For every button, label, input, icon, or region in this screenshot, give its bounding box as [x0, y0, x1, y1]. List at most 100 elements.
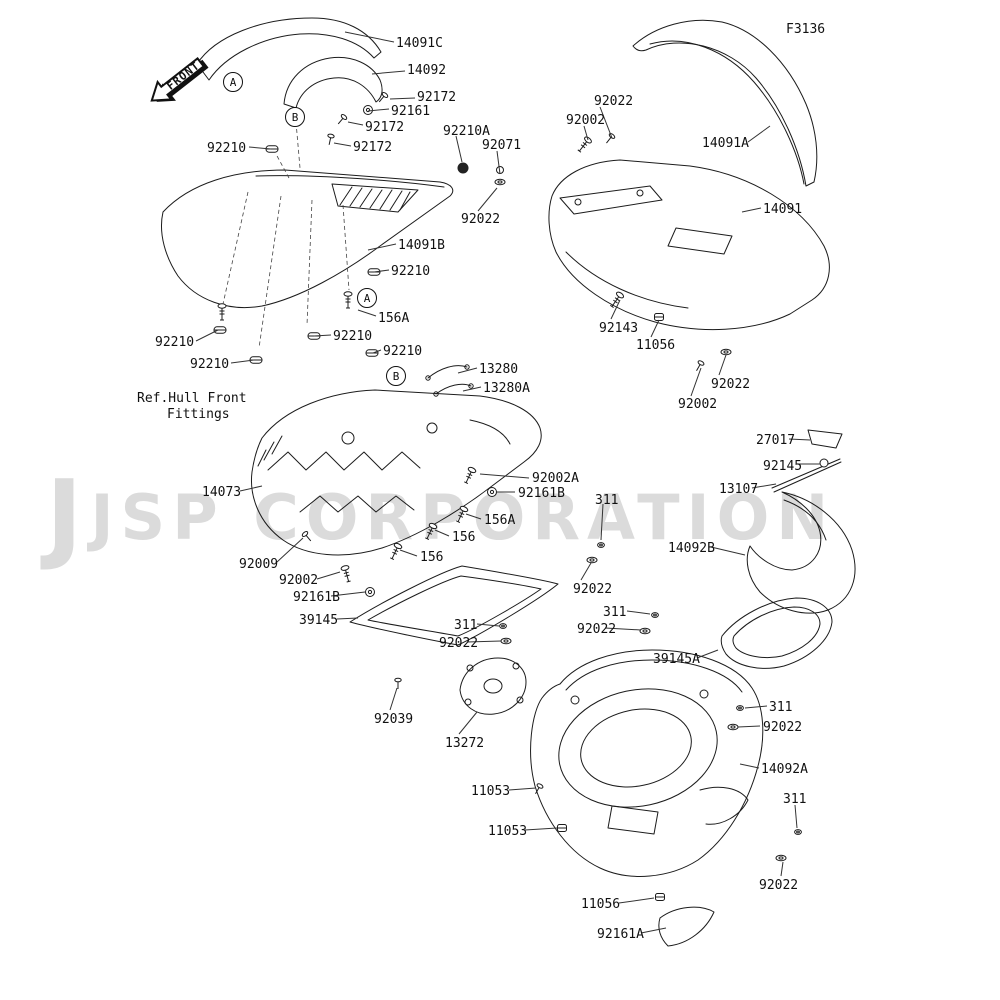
leader-line: [316, 571, 341, 580]
part-label-92172: 92172: [365, 120, 405, 135]
leader-line: [718, 354, 727, 376]
part-label-39145: 39145: [299, 613, 339, 628]
part-14092-shape: [283, 56, 383, 109]
part-label-92145: 92145: [763, 459, 803, 474]
part-27017-shape: [807, 429, 843, 449]
leader-line: [455, 135, 463, 163]
leader-line: [458, 711, 478, 735]
leader-line: [248, 146, 272, 150]
leader-line: [389, 97, 416, 100]
part-label-92161: 92161: [391, 104, 431, 119]
leader-line: [650, 319, 660, 338]
leader-line: [347, 121, 364, 126]
leader-line: [230, 359, 255, 364]
leader-line: [276, 537, 304, 563]
fastener-symbols: [213, 91, 829, 901]
part-label-92161b: 92161B: [293, 590, 340, 605]
circlip-92145: [819, 458, 829, 468]
leader-line: [626, 610, 651, 615]
part-14091C-shape: [196, 17, 382, 81]
part-label-11056: 11056: [581, 897, 621, 912]
part-label-92022: 92022: [763, 720, 803, 735]
part-label-14073: 14073: [202, 485, 242, 500]
callout-b: B: [386, 366, 406, 386]
part-label-92210: 92210: [155, 335, 195, 350]
leader-line: [367, 108, 390, 112]
leader-line: [524, 827, 558, 831]
part-13272-shape: [459, 657, 527, 715]
leader-line: [479, 473, 530, 479]
part-label-14091c: 14091C: [396, 36, 443, 51]
part-label-92022: 92022: [439, 636, 479, 651]
leader-lines: [195, 31, 820, 934]
part-label-14092: 14092: [407, 63, 447, 78]
leader-line: [457, 367, 478, 374]
leader-line: [466, 640, 502, 643]
part-label-13107: 13107: [719, 482, 759, 497]
part-label-13280a: 13280A: [483, 381, 530, 396]
leader-line: [747, 125, 771, 143]
leader-line: [780, 861, 784, 877]
leader-line: [477, 187, 498, 212]
part-label-311: 311: [603, 605, 627, 620]
part-92161A-shape: [658, 906, 715, 947]
part-label-311: 311: [595, 493, 619, 508]
part-label-14091b: 14091B: [398, 238, 445, 253]
part-label-14092b: 14092B: [668, 541, 715, 556]
leader-line: [462, 386, 482, 392]
leader-line: [367, 243, 397, 251]
leader-line: [640, 927, 667, 934]
part-label-14091a: 14091A: [702, 136, 749, 151]
leader-line: [476, 623, 500, 627]
leader-line: [465, 513, 482, 520]
leader-line: [744, 705, 768, 709]
part-label-92002: 92002: [279, 573, 319, 588]
part-label-156a: 156A: [378, 311, 410, 326]
part-label-92022: 92022: [759, 878, 799, 893]
leader-line: [788, 438, 811, 441]
part-label-14092a: 14092A: [761, 762, 808, 777]
grommet-92210A: [457, 162, 469, 174]
leader-line: [751, 483, 777, 489]
part-label-11053: 11053: [471, 784, 511, 799]
leader-line: [794, 804, 798, 829]
leader-line: [333, 142, 352, 147]
leader-line: [739, 763, 760, 769]
leader-line: [313, 334, 332, 337]
part-label-13272: 13272: [445, 736, 485, 751]
leader-line: [336, 617, 359, 620]
part-label-92009: 92009: [239, 557, 279, 572]
part-label-92161a: 92161A: [597, 927, 644, 942]
part-label-11056: 11056: [636, 338, 676, 353]
part-14073-shape: [250, 389, 542, 556]
part-39145A-shape: [720, 597, 833, 669]
watermark-text: JSP CORPORATION: [90, 480, 836, 554]
part-label-27017: 27017: [756, 433, 796, 448]
part-label-fittings: Fittings: [167, 407, 230, 422]
part-label-92210: 92210: [383, 344, 423, 359]
part-label-14091: 14091: [763, 202, 803, 217]
part-label-13280: 13280: [479, 362, 519, 377]
part-13107-shape: [771, 458, 842, 493]
leader-line: [600, 503, 604, 541]
leader-line: [599, 106, 613, 139]
part-label-92210: 92210: [391, 264, 431, 279]
part-label-92022: 92022: [573, 582, 613, 597]
leader-line: [195, 329, 219, 342]
dashed-lines: [222, 121, 350, 349]
leader-line: [434, 529, 450, 537]
leader-line: [239, 485, 263, 492]
leader-line: [696, 649, 719, 659]
part-label-92022: 92022: [577, 622, 617, 637]
leader-line: [580, 562, 592, 581]
part-label-92002: 92002: [678, 397, 718, 412]
part-label-92002: 92002: [566, 113, 606, 128]
part-label-156: 156: [420, 550, 444, 565]
part-label-92143: 92143: [599, 321, 639, 336]
leader-line: [371, 70, 406, 75]
part-label-92022: 92022: [711, 377, 751, 392]
part-label-11053: 11053: [488, 824, 528, 839]
part-14091-shape: [548, 159, 830, 331]
part-label-92210: 92210: [190, 357, 230, 372]
